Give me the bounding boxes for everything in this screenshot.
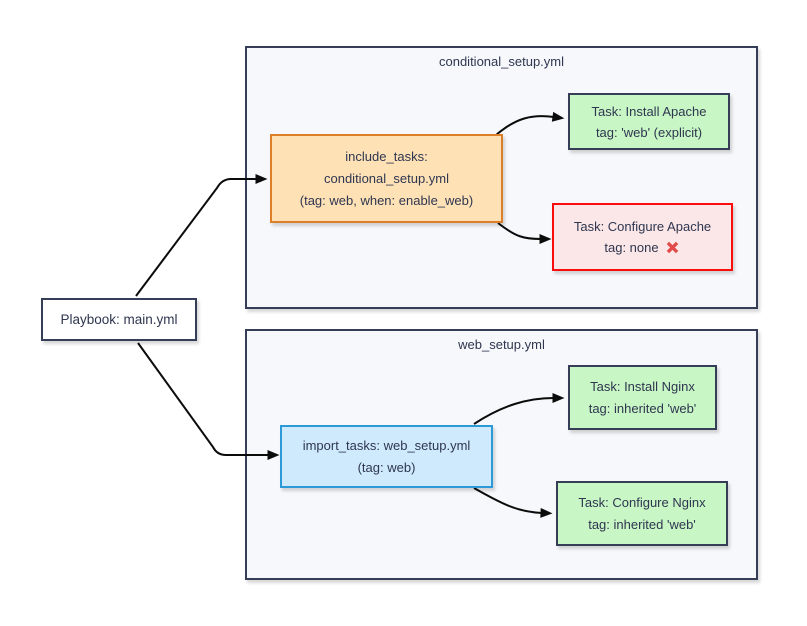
include-tasks-line1: include_tasks:: [345, 148, 428, 164]
node-playbook: Playbook: main.yml: [41, 298, 197, 341]
cross-mark-icon: [666, 241, 678, 254]
task-configure-nginx-title: Task: Configure Nginx: [578, 494, 706, 510]
task-install-nginx-title: Task: Install Nginx: [590, 378, 695, 394]
node-task-install-nginx: Task: Install Nginx tag: inherited 'web': [568, 365, 717, 430]
node-task-configure-apache: Task: Configure Apache tag: none: [552, 203, 733, 271]
node-include-tasks: include_tasks: conditional_setup.yml (ta…: [270, 134, 503, 223]
task-configure-apache-tag: tag: none: [604, 240, 659, 255]
playbook-label: Playbook: main.yml: [60, 312, 178, 327]
include-tasks-line3: (tag: web, when: enable_web): [299, 192, 474, 208]
task-configure-apache-title: Task: Configure Apache: [573, 219, 712, 234]
import-tasks-line2: (tag: web): [357, 459, 416, 475]
node-task-configure-nginx: Task: Configure Nginx tag: inherited 'we…: [556, 481, 728, 546]
group-title-conditional: conditional_setup.yml: [438, 54, 565, 69]
task-install-apache-tag: tag: 'web' (explicit): [595, 124, 703, 140]
group-title-web: web_setup.yml: [458, 337, 545, 352]
node-import-tasks: import_tasks: web_setup.yml (tag: web): [280, 425, 493, 488]
include-tasks-line2: conditional_setup.yml: [323, 170, 450, 186]
arrow-playbook-to-include: [135, 174, 268, 297]
task-configure-nginx-tag: tag: inherited 'web': [588, 516, 696, 532]
import-tasks-line1: import_tasks: web_setup.yml: [302, 437, 471, 453]
node-task-install-apache: Task: Install Apache tag: 'web' (explici…: [568, 93, 730, 150]
task-install-apache-title: Task: Install Apache: [591, 103, 707, 119]
task-install-nginx-tag: tag: inherited 'web': [588, 400, 697, 416]
